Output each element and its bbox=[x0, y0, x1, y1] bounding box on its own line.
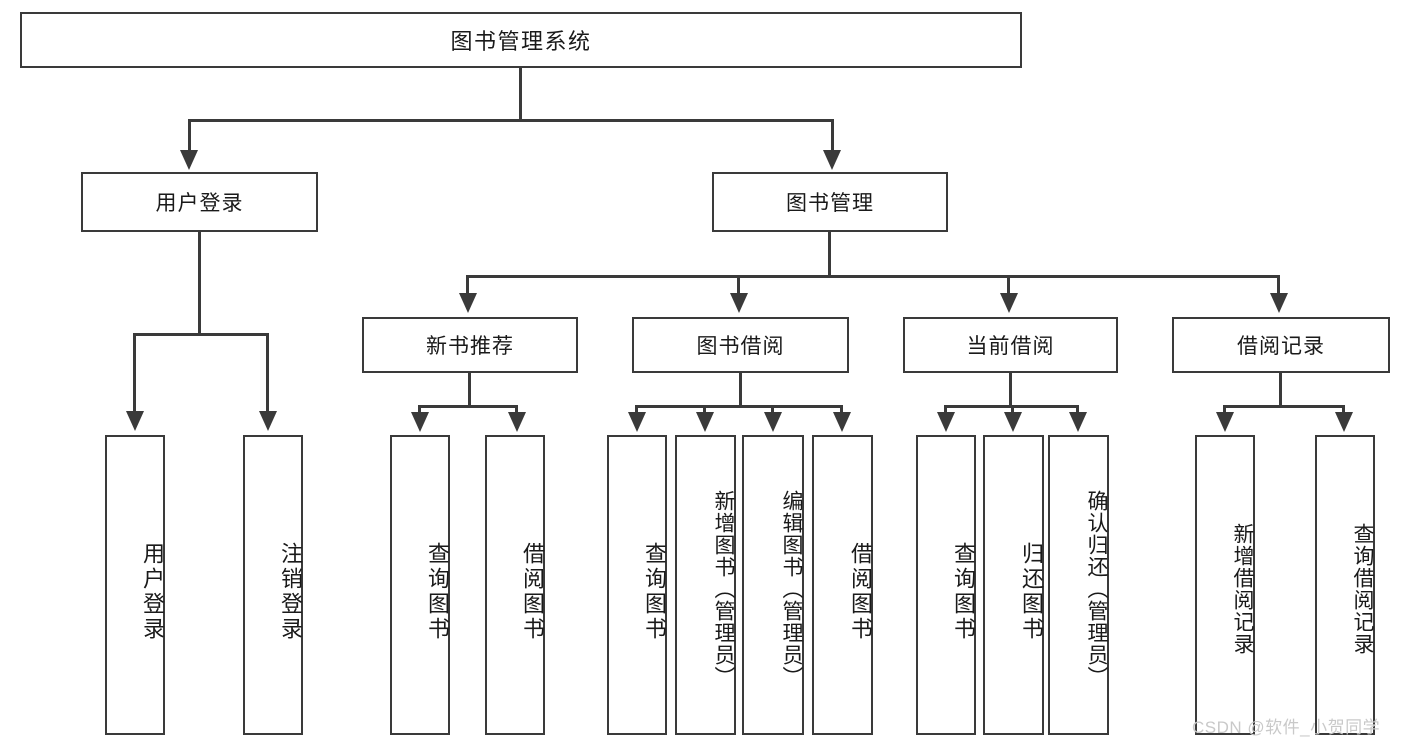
node-label: 注销登录 bbox=[278, 542, 303, 642]
arrow-current-borrow-leaf3 bbox=[1069, 412, 1087, 432]
connector-user-login-stem bbox=[198, 232, 201, 336]
arrow-bm-to-new-book bbox=[459, 293, 477, 313]
arrow-borrow-record-leaf1 bbox=[1216, 412, 1234, 432]
node-label: 借阅图书 bbox=[520, 542, 545, 642]
connector-book-borrow-leaf2 bbox=[703, 405, 706, 415]
connector-book-borrow-leaf4 bbox=[840, 405, 843, 415]
node-system-root[interactable]: 图书管理系统 bbox=[20, 12, 1022, 68]
connector-root-stem bbox=[519, 68, 522, 122]
node-new-book-recommend[interactable]: 新书推荐 bbox=[362, 317, 578, 373]
arrow-new-book-leaf1 bbox=[411, 412, 429, 432]
connector-current-borrow-leaf3 bbox=[1076, 405, 1079, 415]
connector-root-to-book-management bbox=[831, 119, 834, 152]
node-leaf-borrow-book-1[interactable]: 借阅图书 bbox=[485, 435, 545, 735]
node-leaf-query-borrow-record[interactable]: 查询借阅记录 bbox=[1315, 435, 1375, 735]
node-book-management[interactable]: 图书管理 bbox=[712, 172, 948, 232]
node-label: 图书管理 bbox=[786, 192, 874, 215]
arrow-root-to-book-management bbox=[823, 150, 841, 170]
arrow-book-borrow-leaf4 bbox=[833, 412, 851, 432]
node-label: 借阅图书 bbox=[848, 542, 873, 642]
node-leaf-add-borrow-record[interactable]: 新增借阅记录 bbox=[1195, 435, 1255, 735]
connector-current-borrow-stem bbox=[1009, 373, 1012, 408]
connector-borrow-record-leaf1 bbox=[1223, 405, 1226, 415]
node-label: 新增图书（管理员） bbox=[712, 490, 735, 688]
connector-current-borrow-leaf2 bbox=[1011, 405, 1014, 415]
connector-new-book-stem bbox=[468, 373, 471, 408]
connector-new-book-leaf1 bbox=[418, 405, 421, 415]
arrow-book-borrow-leaf1 bbox=[628, 412, 646, 432]
node-label: 用户登录 bbox=[140, 542, 165, 642]
connector-book-borrow-leaf1 bbox=[635, 405, 638, 415]
connector-book-borrow-stem bbox=[739, 373, 742, 408]
connector-current-borrow-leaf1 bbox=[944, 405, 947, 415]
connector-book-borrow-bus bbox=[635, 405, 843, 408]
node-leaf-confirm-return[interactable]: 确认归还（管理员） bbox=[1048, 435, 1109, 735]
node-borrow-record[interactable]: 借阅记录 bbox=[1172, 317, 1390, 373]
node-label: 确认归还（管理员） bbox=[1085, 490, 1108, 688]
node-label: 归还图书 bbox=[1019, 542, 1044, 642]
node-leaf-logout-login[interactable]: 注销登录 bbox=[243, 435, 303, 735]
node-leaf-user-login[interactable]: 用户登录 bbox=[105, 435, 165, 735]
connector-borrow-record-stem bbox=[1279, 373, 1282, 408]
csdn-watermark: CSDN @软件_小贺同学 bbox=[1192, 718, 1381, 737]
arrow-user-login-leaf1 bbox=[126, 411, 144, 431]
node-label: 查询借阅记录 bbox=[1351, 523, 1374, 655]
node-book-borrow[interactable]: 图书借阅 bbox=[632, 317, 849, 373]
node-leaf-edit-book[interactable]: 编辑图书（管理员） bbox=[742, 435, 804, 735]
arrow-root-to-user-login bbox=[180, 150, 198, 170]
connector-book-borrow-leaf3 bbox=[771, 405, 774, 415]
arrow-bm-to-borrow-record bbox=[1270, 293, 1288, 313]
node-label: 新增借阅记录 bbox=[1231, 523, 1254, 655]
connector-borrow-record-bus bbox=[1223, 405, 1345, 408]
arrow-bm-to-current-borrow bbox=[1000, 293, 1018, 313]
connector-new-book-leaf2 bbox=[515, 405, 518, 415]
arrow-current-borrow-leaf2 bbox=[1004, 412, 1022, 432]
node-label: 新书推荐 bbox=[426, 335, 514, 358]
node-leaf-borrow-book-2[interactable]: 借阅图书 bbox=[812, 435, 873, 735]
node-label: 查询图书 bbox=[425, 542, 450, 642]
node-label: 图书管理系统 bbox=[450, 29, 592, 54]
connector-root-bus bbox=[188, 119, 834, 122]
connector-user-login-leaf2 bbox=[266, 333, 269, 413]
arrow-current-borrow-leaf1 bbox=[937, 412, 955, 432]
node-leaf-return-book[interactable]: 归还图书 bbox=[983, 435, 1044, 735]
connector-bm-to-new-book bbox=[466, 275, 469, 295]
node-label: 图书借阅 bbox=[696, 335, 785, 358]
node-label: 借阅记录 bbox=[1237, 335, 1325, 358]
node-leaf-query-book-3[interactable]: 查询图书 bbox=[916, 435, 976, 735]
node-current-borrow[interactable]: 当前借阅 bbox=[903, 317, 1118, 373]
connector-book-management-stem bbox=[828, 232, 831, 278]
arrow-book-borrow-leaf2 bbox=[696, 412, 714, 432]
connector-bm-to-borrow-record bbox=[1277, 275, 1280, 295]
connector-bm-to-book-borrow bbox=[737, 275, 740, 295]
connector-user-login-bus bbox=[133, 333, 269, 336]
node-label: 用户登录 bbox=[155, 192, 244, 215]
node-label: 查询图书 bbox=[951, 542, 976, 642]
connector-user-login-leaf1 bbox=[133, 333, 136, 413]
node-leaf-query-book-2[interactable]: 查询图书 bbox=[607, 435, 667, 735]
node-leaf-query-book-1[interactable]: 查询图书 bbox=[390, 435, 450, 735]
connector-root-to-user-login bbox=[188, 119, 191, 152]
connector-new-book-bus bbox=[418, 405, 518, 408]
node-label: 编辑图书（管理员） bbox=[780, 490, 803, 688]
arrow-bm-to-book-borrow bbox=[730, 293, 748, 313]
node-user-login[interactable]: 用户登录 bbox=[81, 172, 318, 232]
connector-borrow-record-leaf2 bbox=[1342, 405, 1345, 415]
node-leaf-add-book[interactable]: 新增图书（管理员） bbox=[675, 435, 736, 735]
arrow-new-book-leaf2 bbox=[508, 412, 526, 432]
connector-book-management-bus bbox=[466, 275, 1280, 278]
arrow-book-borrow-leaf3 bbox=[764, 412, 782, 432]
arrow-borrow-record-leaf2 bbox=[1335, 412, 1353, 432]
node-label: 查询图书 bbox=[642, 542, 667, 642]
arrow-user-login-leaf2 bbox=[259, 411, 277, 431]
node-label: 当前借阅 bbox=[966, 335, 1055, 358]
connector-bm-to-current-borrow bbox=[1007, 275, 1010, 295]
